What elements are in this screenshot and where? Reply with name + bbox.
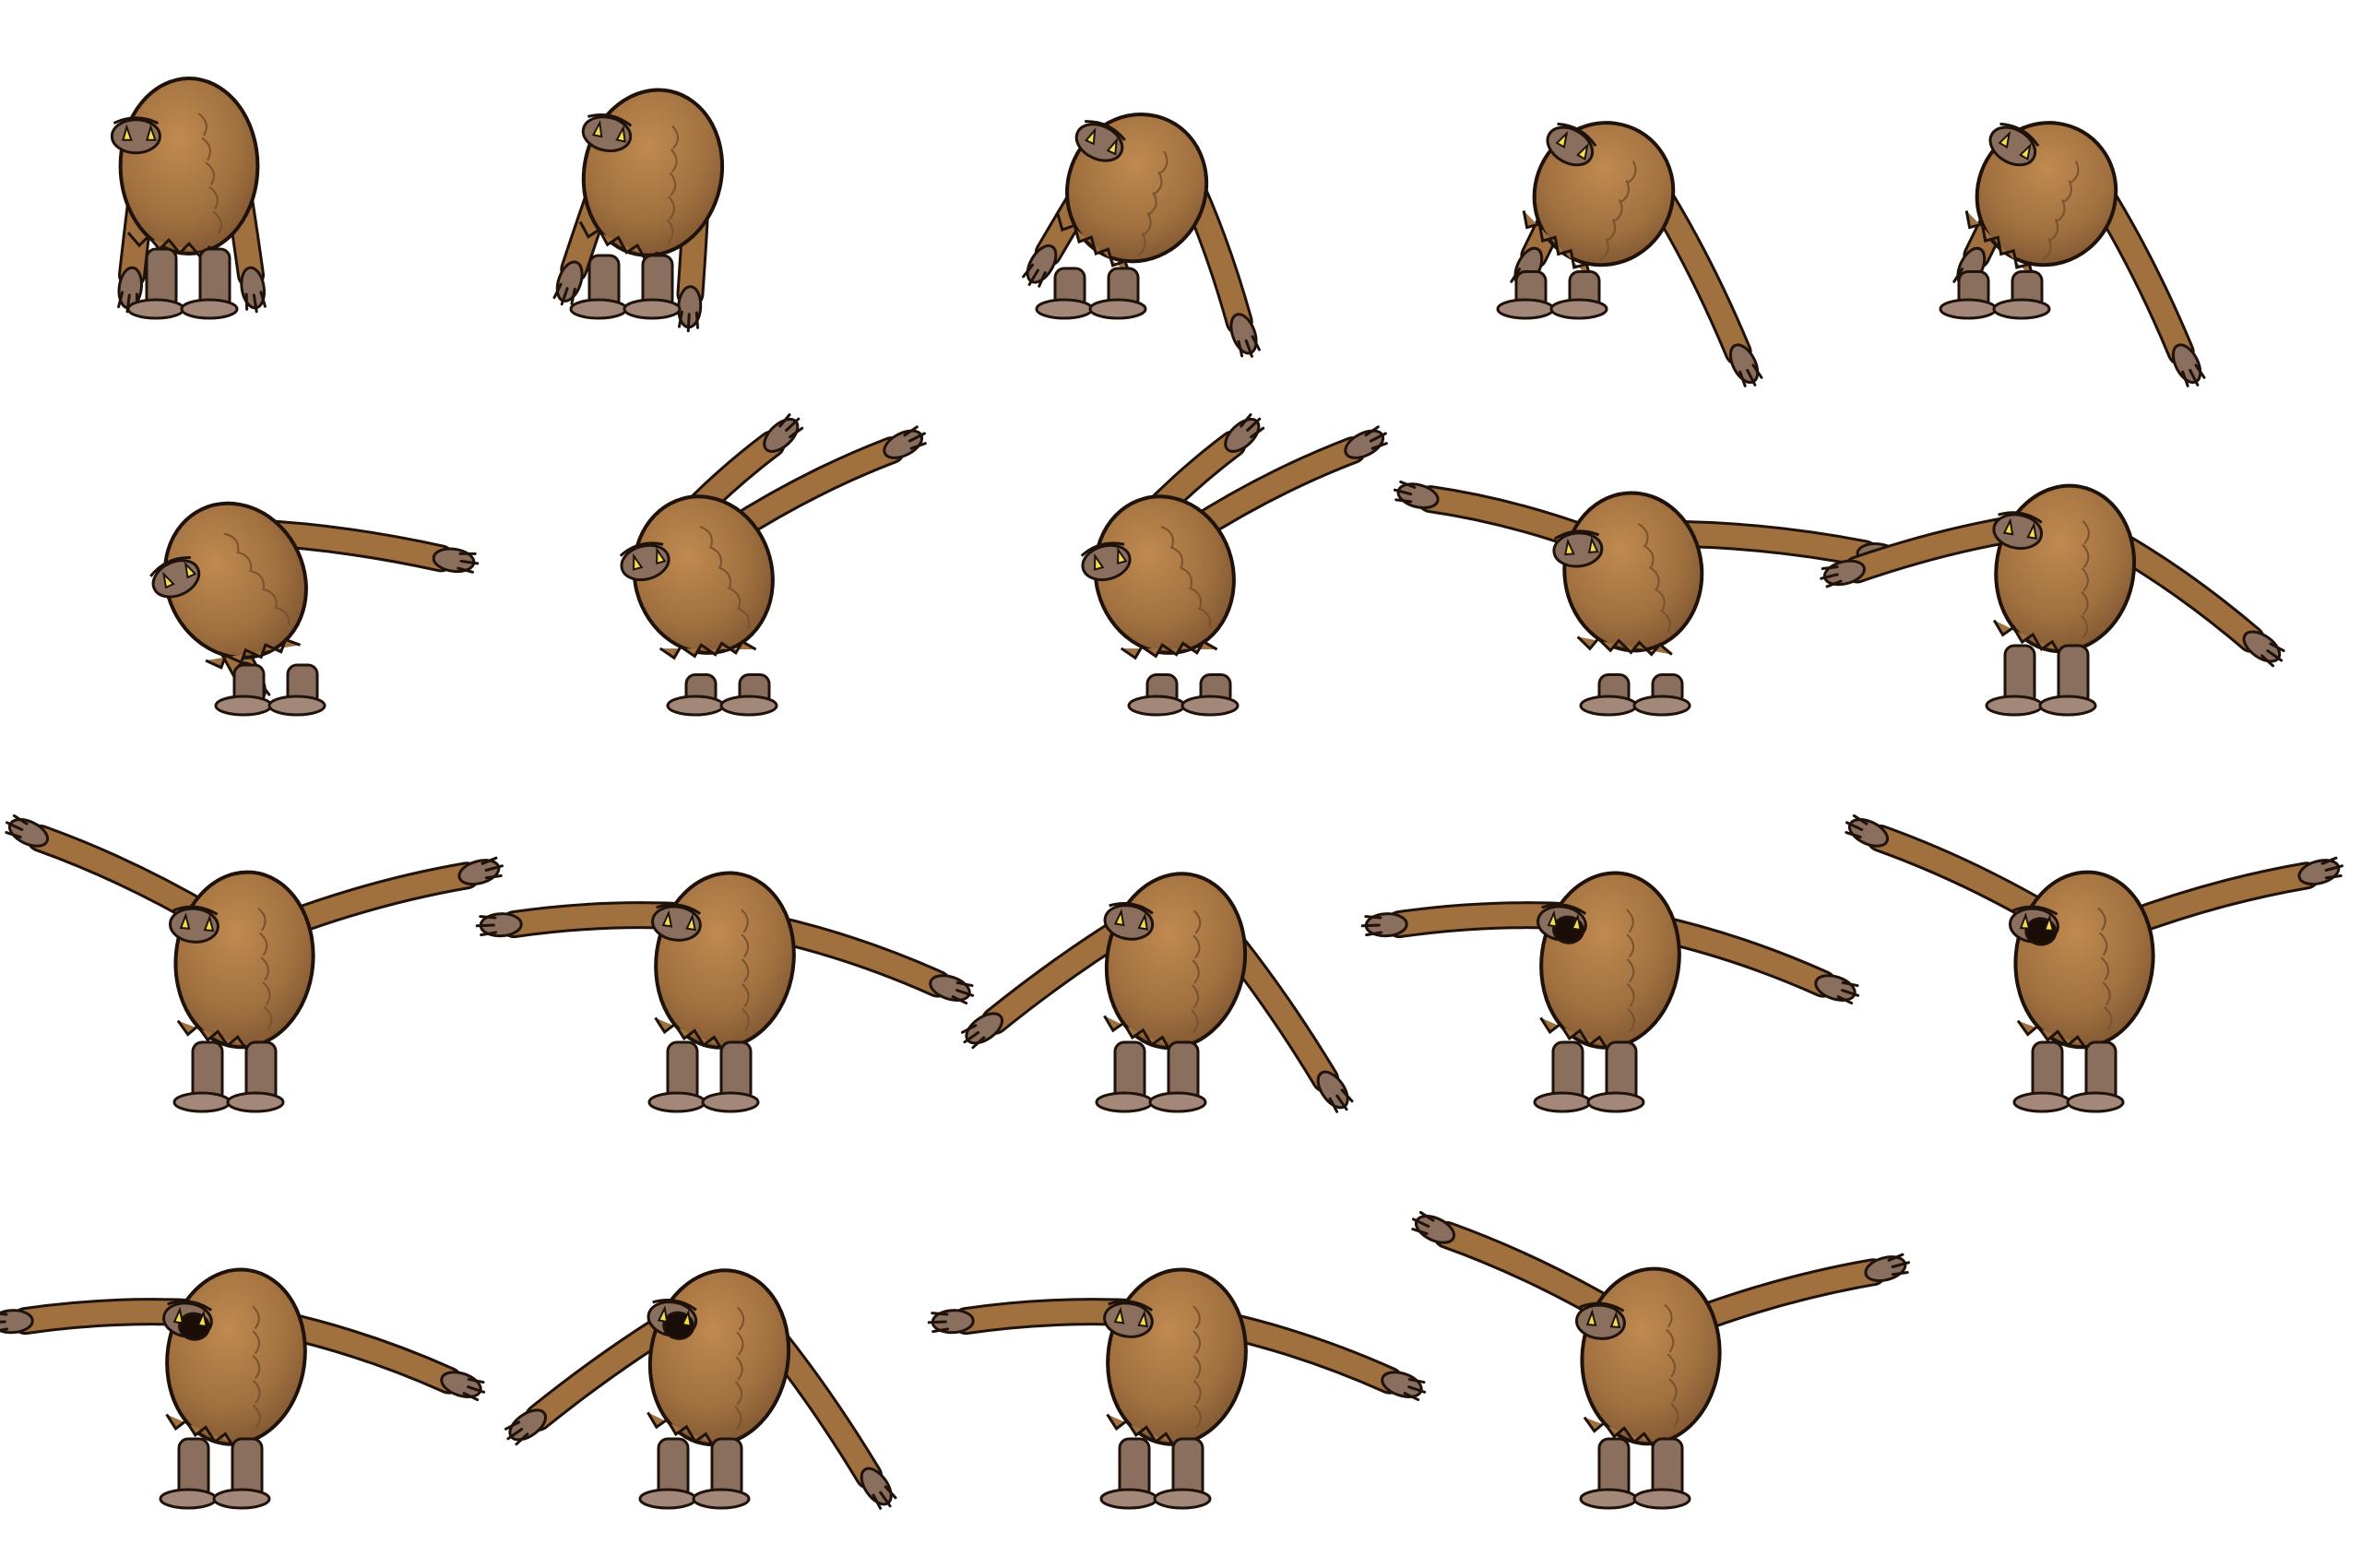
sprite-frame-19 [1411,1210,1910,1510]
sprite-frame-6 [149,501,480,717]
sprite-frame-8 [1080,413,1388,717]
sprite-frame-3 [1022,113,1261,358]
sprite-frame-4 [1496,121,1763,387]
sprite-frame-17 [504,1268,897,1510]
sprite-frame-14 [1360,871,1860,1113]
sprite-frame-12 [475,871,975,1113]
sprite-frame-2 [552,88,725,333]
sprite-frame-11 [5,814,504,1113]
sprite-frame-15 [1845,814,2343,1113]
sprite-frame-5 [1939,121,2206,387]
sprite-frame-18 [927,1267,1427,1510]
sprite-frame-7 [619,413,927,717]
sprite-frame-10 [1820,483,2285,717]
sprite-frame-16 [0,1267,486,1510]
sprite-frame-13 [960,872,1354,1113]
sprite-frame-1 [110,77,267,320]
